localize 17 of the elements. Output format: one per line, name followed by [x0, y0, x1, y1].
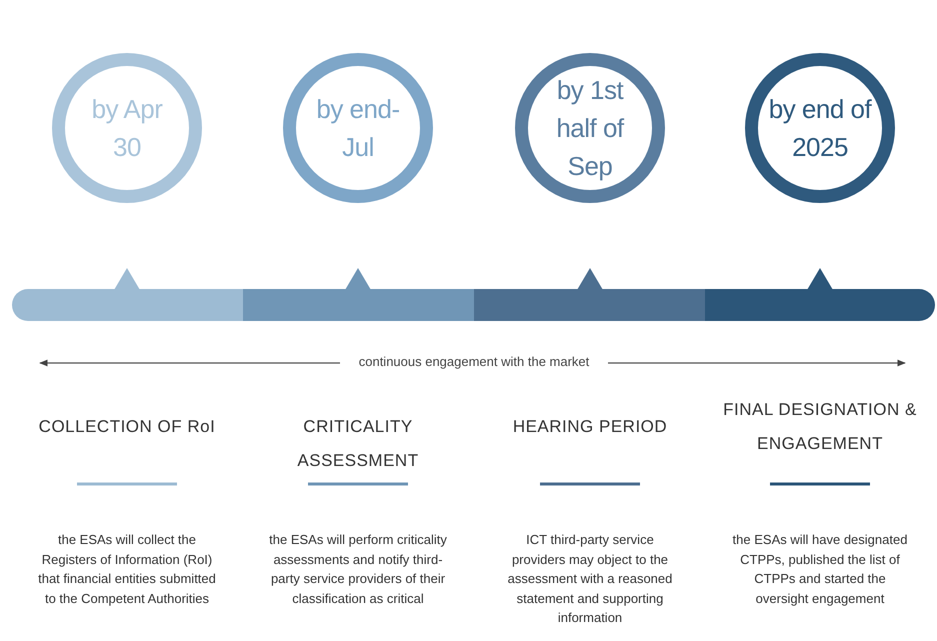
- date-circle: [283, 53, 433, 203]
- phase-heading: HEARING PERIOD: [512, 416, 668, 438]
- phase-description: ICT third-party service providers may object to the assessment with a reasoned statement and supporting information: [506, 531, 674, 627]
- date-text: by end-Jul: [315, 93, 401, 164]
- phase-heading: COLLECTION OF RoI: [38, 416, 216, 438]
- timeline-caption: continuous engagement with the market: [340, 354, 608, 369]
- phase-heading: FINAL DESIGNATION & ENGAGEMENT: [722, 399, 918, 455]
- date-circle: [52, 53, 202, 203]
- date-text: by 1st half of Sep: [555, 74, 626, 183]
- phase-description: the ESAs will perform criticality assessments and notify third-party service providers of their classification as critical: [268, 531, 448, 608]
- date-circle: [515, 53, 665, 203]
- date-text: by Apr 30: [90, 93, 164, 164]
- date-text: by end of 2025: [768, 93, 872, 164]
- phase-description: the ESAs will collect the Registers of Information (RoI) that financial entities submitted to the Competent Authorities: [37, 531, 217, 608]
- phase-description: the ESAs will have designated CTPPs, published the list of CTPPs and started the oversight engagement: [732, 531, 908, 608]
- date-circle: [745, 53, 895, 203]
- phase-heading: CRITICALITY ASSESSMENT: [296, 416, 420, 472]
